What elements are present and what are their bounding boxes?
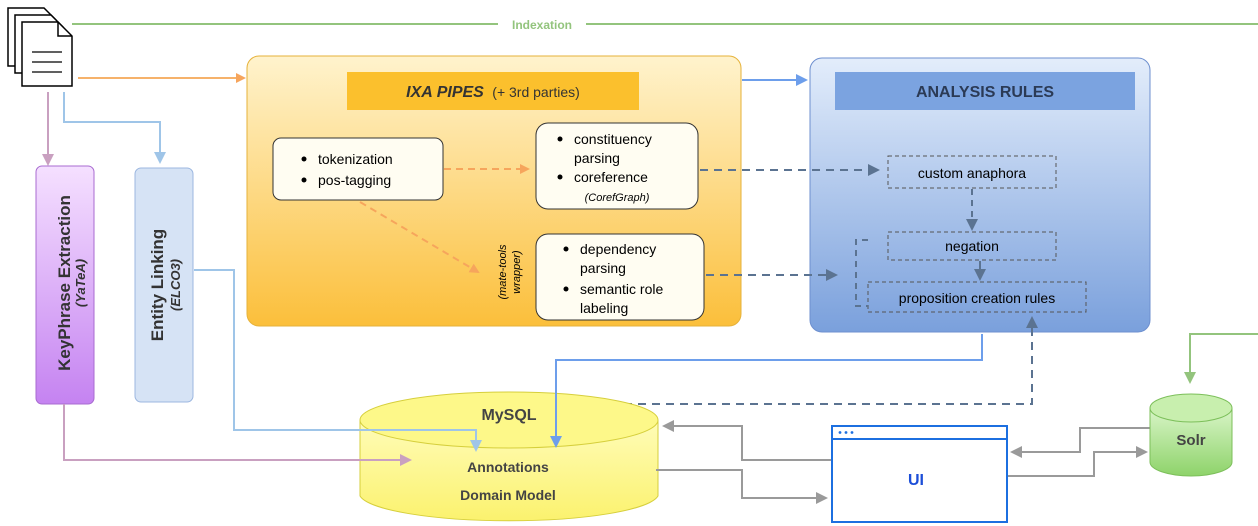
labeling-item: labeling [580,300,628,316]
constituency-item: constituency [574,131,652,147]
constituency-coreference-box: constituency parsing coreference (CorefG… [535,122,699,210]
solr-database: Solr [1149,393,1233,477]
ui-window: UI [831,425,1008,523]
mate-tools-label: (mate-tools wrapper) [497,244,523,300]
domain-model-label: Domain Model [460,487,556,503]
analysis-title: ANALYSIS RULES [916,84,1054,101]
dependency-srl-box: dependency parsing semantic role labelin… [535,233,705,321]
indexation-label: Indexation [512,18,572,32]
entity-subtitle: (ELCO3) [168,259,183,311]
keyphrase-extraction-box: KeyPhrase Extraction (YaTeA) [35,165,95,405]
ixa-internal-arrows [359,164,530,274]
dependency-parsing-item: parsing [580,260,626,276]
keyphrase-title: KeyPhrase Extraction [55,195,74,371]
negation-box: negation [887,231,1057,261]
svg-text:(mate-tools: (mate-tools [497,244,509,300]
ui-to-mysql-arrow [662,420,832,461]
coreference-item: coreference [574,169,648,185]
analysis-to-mysql-arrow [550,334,983,448]
svg-text:proposition creation rules: proposition creation rules [899,290,1055,306]
ui-to-solr-arrow [1008,446,1148,477]
entity-linking-box: Entity Linking (ELCO3) [134,167,194,403]
proposition-rules-box: proposition creation rules [867,281,1087,313]
tokenization-box: tokenization pos-tagging [272,137,444,201]
pos-tagging-item: pos-tagging [318,172,391,188]
dependency-item: dependency [580,241,656,257]
analysis-rules-container: ANALYSIS RULES [809,57,1151,333]
ui-label: UI [908,472,924,489]
svg-text:custom anaphora: custom anaphora [918,165,1026,181]
mysql-to-ui-arrow [656,469,828,504]
svg-text:negation: negation [945,238,999,254]
custom-anaphora-box: custom anaphora [887,155,1057,189]
corefgraph-label: (CorefGraph) [585,192,650,204]
keyphrase-to-mysql-arrow [63,404,412,466]
ixa-title: IXA PIPES (+ 3rd parties) [406,84,580,101]
rule-chain-arrows [966,189,986,281]
semantic-role-item: semantic role [580,281,663,297]
tokenization-item: tokenization [318,151,393,167]
indexation-to-solr-arrow [1184,333,1258,384]
mysql-database: MySQL Annotations Domain Model [359,391,659,522]
solr-label: Solr [1176,432,1205,449]
srl-to-rules-arrow [706,239,868,307]
svg-text:wrapper): wrapper) [511,250,523,294]
mysql-title: MySQL [481,407,536,424]
indexation-connector: Indexation [72,16,1258,32]
keyphrase-subtitle: (YaTeA) [73,259,88,307]
documents-icon [7,7,73,87]
solr-to-ui-arrow [1010,427,1152,458]
entity-title: Entity Linking [148,229,167,341]
doc-to-entity-arrow [63,92,166,164]
entity-to-mysql-arrow [194,269,482,452]
annotations-label: Annotations [467,459,549,475]
parsing-item: parsing [574,150,620,166]
